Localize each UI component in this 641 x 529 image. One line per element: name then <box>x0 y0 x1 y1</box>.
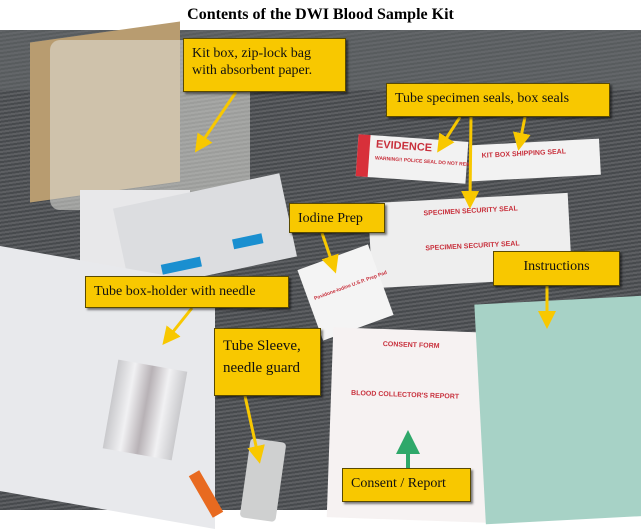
page-title: Contents of the DWI Blood Sample Kit <box>187 6 454 23</box>
arrow <box>461 116 480 209</box>
arrow <box>320 232 339 274</box>
callout-tube-box: Tube box-holder with needle <box>85 276 289 308</box>
callout-instructions: Instructions <box>493 251 620 286</box>
callout-seals: Tube specimen seals, box seals <box>386 83 610 117</box>
arrow <box>194 91 238 153</box>
arrow <box>437 116 462 153</box>
arrows-layer <box>162 91 556 468</box>
callout-kit-box: Kit box, zip-lock bag with absorbent pap… <box>183 38 346 92</box>
callout-sleeve: Tube Sleeve, needle guard <box>214 328 321 396</box>
callout-iodine: Iodine Prep <box>289 203 385 233</box>
arrow <box>512 116 531 151</box>
arrow <box>243 395 265 464</box>
callout-consent: Consent / Report <box>342 468 471 502</box>
arrow <box>162 307 194 346</box>
